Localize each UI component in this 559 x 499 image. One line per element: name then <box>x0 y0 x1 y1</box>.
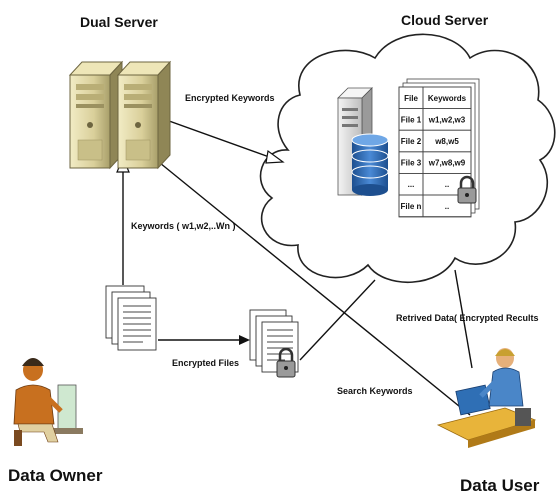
table-cell-keywords: .. <box>445 202 449 211</box>
table-header-cell-file: File <box>404 94 418 103</box>
table-cell-keywords: w7,w8,w9 <box>428 159 466 168</box>
table-cell-border <box>422 194 472 218</box>
table-cell-file: File 3 <box>401 159 422 168</box>
padlock-icon <box>276 347 296 378</box>
server-tower-icon <box>68 60 124 170</box>
table-cell-file: File n <box>401 202 422 211</box>
table-cell-file: ... <box>408 180 415 189</box>
edge-files-to-cloud <box>299 279 376 361</box>
dual-server-label: Dual Server <box>80 14 158 30</box>
table-header-cell-keywords: Keywords <box>428 94 467 103</box>
edge-encrypted-keywords <box>157 116 273 159</box>
cloud-server-label: Cloud Server <box>401 12 489 28</box>
document-stack-icon <box>105 285 157 351</box>
data-owner-label: Data Owner <box>8 466 103 485</box>
edge-search-keywords <box>159 162 471 416</box>
person-at-computer-icon <box>436 348 537 448</box>
edge-label-encrypted-keywords: Encrypted Keywords <box>185 93 275 103</box>
database-icon <box>351 133 389 196</box>
edge-label-keywords: Keywords ( w1,w2,..Wn ) <box>131 221 236 231</box>
server-tower-icon <box>116 60 172 170</box>
table-cell-keywords: w8,w5 <box>434 137 459 146</box>
data-user-label: Data User <box>460 476 540 495</box>
table-cell-keywords: w1,w2,w3 <box>428 115 466 124</box>
edge-label-encrypted-files: Encrypted Files <box>172 358 240 368</box>
edge-label-search-keywords: Search Keywords <box>337 386 413 396</box>
arrowhead-to-encrypted-files <box>239 335 250 345</box>
connection-lines <box>122 116 473 416</box>
table-cell-keywords: .. <box>445 180 449 189</box>
arrowhead-to-cloud <box>265 149 285 164</box>
person-at-computer-icon <box>13 358 83 446</box>
edge-label-retrieved-data: Retrived Data( Encrypted Recults <box>396 313 539 323</box>
table-cell-file: File 2 <box>401 137 422 146</box>
edge-retrieved-data <box>454 269 473 369</box>
table-cell-file: File 1 <box>401 115 422 124</box>
padlock-icon <box>457 175 477 204</box>
